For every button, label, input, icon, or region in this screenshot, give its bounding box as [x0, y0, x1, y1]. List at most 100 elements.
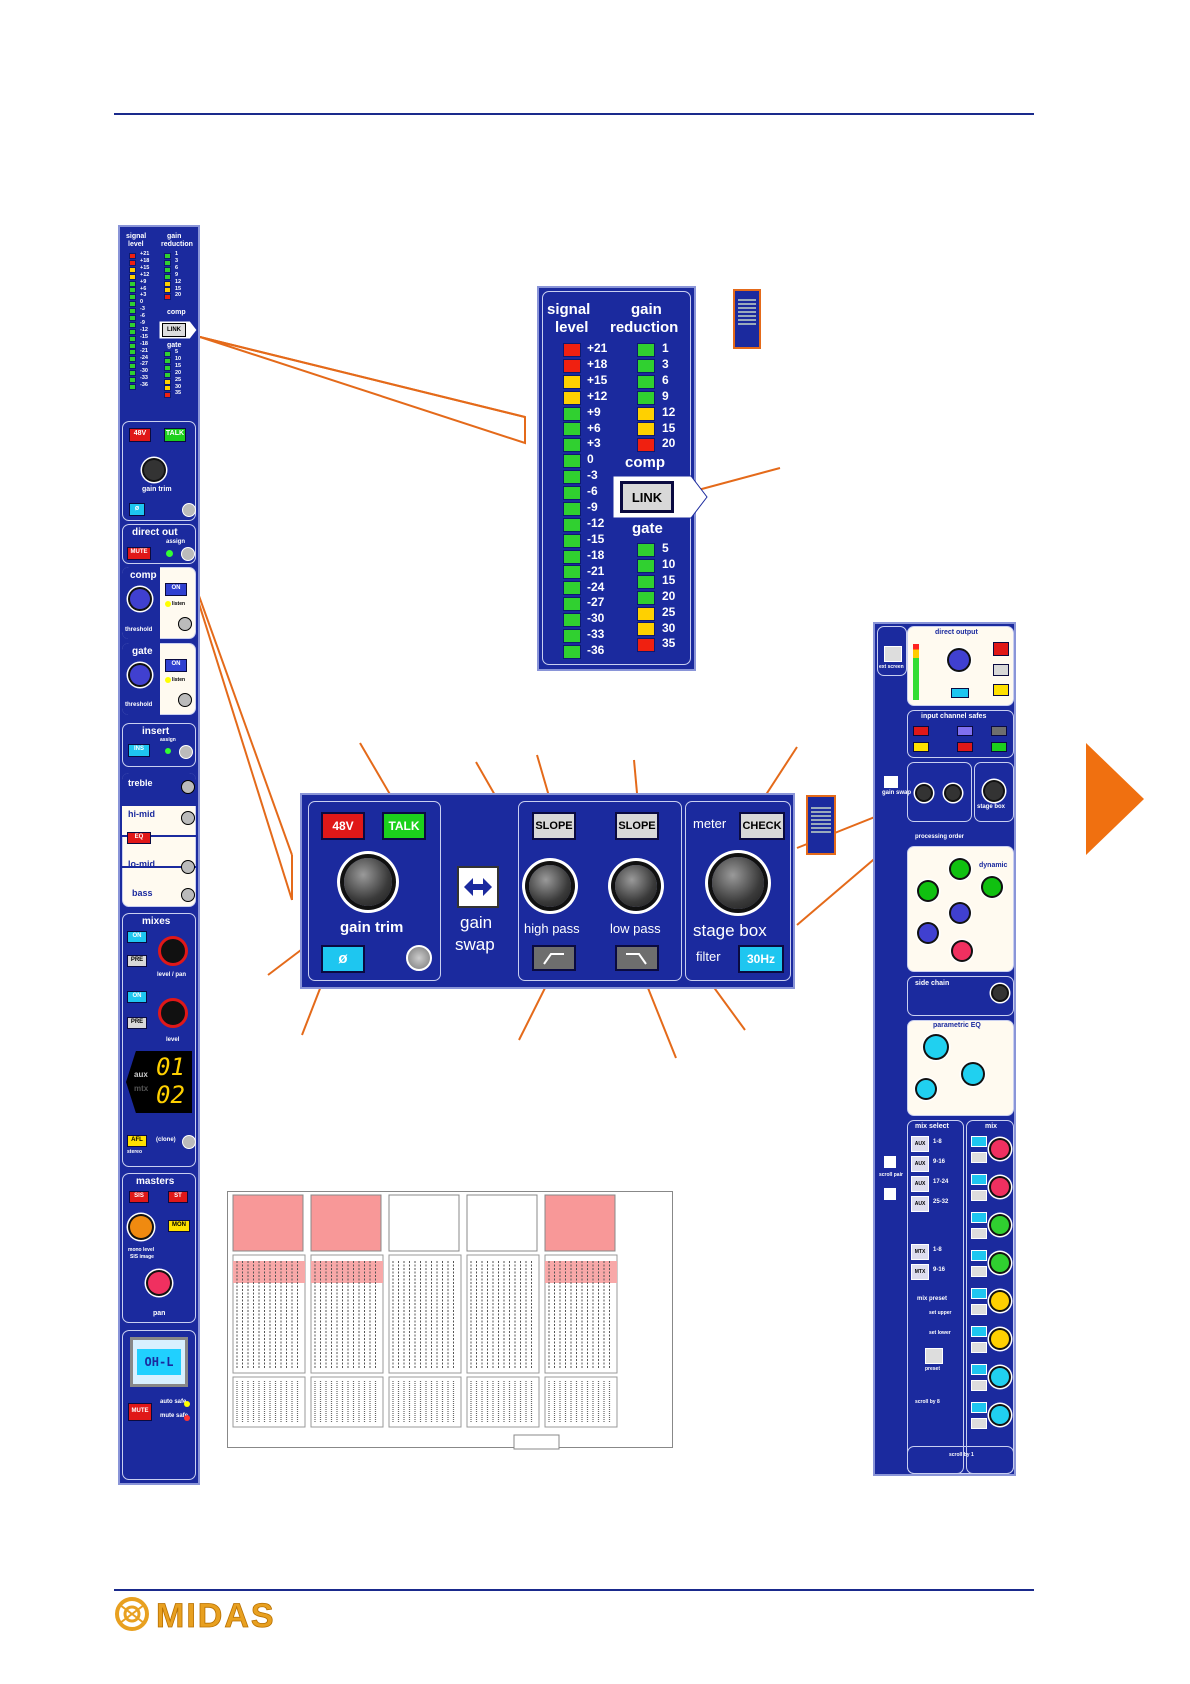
mix-on-button[interactable] [971, 1250, 987, 1261]
strip-insert-select[interactable] [179, 745, 193, 759]
mix-knob[interactable] [991, 1330, 1009, 1348]
safe-btn-4[interactable] [913, 742, 929, 752]
strip-gate-select[interactable] [178, 693, 192, 707]
high-pass-right-knob[interactable] [917, 786, 931, 800]
mix-knob[interactable] [991, 1178, 1009, 1196]
low-pass-slope-button[interactable]: SLOPE [615, 812, 659, 840]
strip-comp-threshold-knob[interactable] [130, 589, 150, 609]
strip-mon-button[interactable]: MON [168, 1220, 190, 1232]
strip-mix2-knob[interactable] [158, 998, 188, 1028]
mix-knob[interactable] [991, 1406, 1009, 1424]
strip-48v-button[interactable]: 48V [129, 428, 151, 442]
strip-pan-knob[interactable] [148, 1272, 170, 1294]
mix-pre-button[interactable] [971, 1228, 987, 1239]
gain-swap-button[interactable] [457, 866, 499, 908]
strip-select-button[interactable] [182, 503, 196, 517]
release-knob[interactable] [951, 860, 969, 878]
mix-knob[interactable] [991, 1140, 1009, 1158]
scroll-pair-down-button[interactable] [884, 1188, 896, 1200]
eq-width-knob[interactable] [917, 1080, 935, 1098]
low-pass-knob[interactable] [615, 865, 657, 907]
scroll-pair-up-button[interactable] [884, 1156, 896, 1168]
talk-button[interactable]: TALK [382, 812, 426, 840]
high-pass-knob[interactable] [529, 865, 571, 907]
strip-afl-button[interactable]: AFL [127, 1135, 147, 1147]
phase-button[interactable]: ø [321, 945, 365, 973]
gain-swap-right-button[interactable] [884, 776, 898, 788]
safe-btn-2[interactable] [957, 726, 973, 736]
safe-btn-1[interactable] [913, 726, 929, 736]
strip-mono-level-knob[interactable] [130, 1216, 152, 1238]
hold-knob[interactable] [983, 878, 1001, 896]
direct-output-mute-button[interactable] [993, 642, 1009, 656]
mix-on-button[interactable] [971, 1288, 987, 1299]
strip-mix1-pre-button[interactable]: PRE [127, 955, 147, 967]
mix-pre-button[interactable] [971, 1380, 987, 1391]
mix-pre-button[interactable] [971, 1190, 987, 1201]
mix-knob[interactable] [991, 1368, 1009, 1386]
strip-direct-knob[interactable] [181, 547, 195, 561]
safe-btn-3[interactable] [991, 726, 1007, 736]
ext-screen-button[interactable] [884, 646, 902, 662]
strip-phase-button[interactable]: ø [129, 503, 145, 516]
mix-select-button[interactable]: MTX [911, 1264, 929, 1280]
side-chain-knob[interactable] [993, 986, 1007, 1000]
gain-trim-knob[interactable] [344, 858, 392, 906]
high-pass-button[interactable] [532, 945, 576, 971]
direct-output-btn4[interactable] [951, 688, 969, 698]
mix-pre-button[interactable] [971, 1304, 987, 1315]
filter-30hz-button[interactable]: 30Hz [738, 945, 784, 973]
strip-mix2-on-button[interactable]: ON [127, 991, 147, 1003]
strip-mix1-on-button[interactable]: ON [127, 931, 147, 943]
strip-eq-button[interactable]: EQ [127, 832, 151, 844]
mix-knob[interactable] [991, 1216, 1009, 1234]
strip-direct-mute-button[interactable]: MUTE [127, 547, 151, 560]
mix-on-button[interactable] [971, 1364, 987, 1375]
next-page-arrow-icon[interactable] [1086, 743, 1144, 860]
select-button[interactable] [406, 945, 432, 971]
mix-select-button[interactable]: AUX [911, 1156, 929, 1172]
direct-output-btn2[interactable] [993, 664, 1009, 676]
strip-clone-button[interactable] [182, 1135, 196, 1149]
strip-link-button[interactable]: LINK [158, 320, 198, 340]
strip-gate-on-button[interactable]: ON [165, 659, 187, 672]
mix-select-button[interactable]: MTX [911, 1244, 929, 1260]
gain-right-knob[interactable] [953, 942, 971, 960]
strip-talk-button[interactable]: TALK [164, 428, 186, 442]
mix-on-button[interactable] [971, 1402, 987, 1413]
mix-on-button[interactable] [971, 1174, 987, 1185]
link-button[interactable]: LINK [620, 481, 674, 513]
strip-gate-threshold-knob[interactable] [130, 665, 150, 685]
direct-output-btn3[interactable] [993, 684, 1009, 696]
safe-btn-6[interactable] [991, 742, 1007, 752]
threshold-right-knob[interactable] [951, 904, 969, 922]
mix-pre-button[interactable] [971, 1418, 987, 1429]
direct-output-level-knob[interactable] [949, 650, 969, 670]
strip-eq-lomid-knob[interactable] [181, 860, 195, 874]
attack-knob[interactable] [919, 882, 937, 900]
strip-mute-button[interactable]: MUTE [128, 1403, 152, 1421]
check-button[interactable]: CHECK [739, 812, 785, 840]
mix-on-button[interactable] [971, 1212, 987, 1223]
preset-button[interactable] [925, 1348, 943, 1364]
mix-on-button[interactable] [971, 1136, 987, 1147]
strip-comp-select[interactable] [178, 617, 192, 631]
stage-box-knob[interactable] [712, 857, 764, 909]
strip-eq-treble-knob[interactable] [181, 780, 195, 794]
mix-knob[interactable] [991, 1292, 1009, 1310]
low-pass-right-knob[interactable] [946, 786, 960, 800]
safe-btn-5[interactable] [957, 742, 973, 752]
strip-comp-on-button[interactable]: ON [165, 583, 187, 596]
mix-pre-button[interactable] [971, 1342, 987, 1353]
strip-ins-button[interactable]: INS [128, 744, 150, 757]
strip-st-button[interactable]: ST [168, 1191, 188, 1203]
mix-pre-button[interactable] [971, 1266, 987, 1277]
ratio-knob[interactable] [919, 924, 937, 942]
mix-select-button[interactable]: AUX [911, 1136, 929, 1152]
strip-eq-bass-knob[interactable] [181, 888, 195, 902]
strip-mix1-knob[interactable] [158, 936, 188, 966]
strip-gain-trim-knob[interactable] [144, 460, 164, 480]
high-pass-slope-button[interactable]: SLOPE [532, 812, 576, 840]
low-pass-button[interactable] [615, 945, 659, 971]
mix-knob[interactable] [991, 1254, 1009, 1272]
